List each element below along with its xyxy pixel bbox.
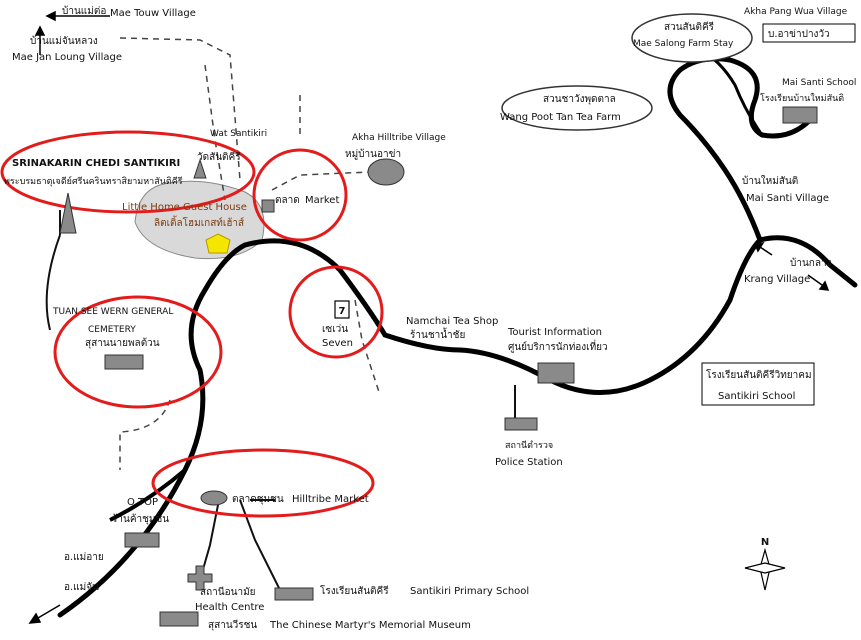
guesthouse-area: [134, 180, 265, 260]
seven-eleven-icon: 7: [339, 306, 346, 317]
highlight-circles: [0, 130, 384, 518]
mai-santi-school-building: [782, 106, 818, 124]
label-mai-santi-school-th: โรงเรียนบ้านใหม่สันติ: [760, 93, 844, 104]
highlight-chedi: [0, 130, 256, 214]
label-tuan-cemetery-th: สุสานนายพลต้วน: [85, 337, 160, 349]
akha-village-shape: [367, 158, 405, 186]
label-primary-en: Santikiri Primary School: [410, 586, 529, 597]
label-akha-hilltribe-th: หมู่บ้านอาข่า: [345, 148, 401, 160]
label-mae-touw-en: Mae Touw Village: [110, 8, 196, 19]
main-road: [57, 235, 858, 618]
label-krang-en: Krang Village: [744, 274, 810, 285]
label-akha-hilltribe-en: Akha Hilltribe Village: [352, 133, 446, 143]
label-mae-ai: อ.แม่อาย: [64, 552, 104, 563]
label-namchai-th: ร้านชาน้ำชัย: [410, 327, 465, 341]
label-mae-chan: อ.แม่จัน: [64, 582, 99, 593]
label-wang-poot-th: สวนชาวังพุดตาล: [543, 94, 616, 105]
otop-building: [124, 532, 160, 548]
label-chedi-en: SRINAKARIN CHEDI SANTIKIRI: [12, 158, 180, 169]
label-otop-en: O TOP: [127, 497, 158, 508]
label-hilltribe-market-th: ตลาดชุมชน: [232, 494, 284, 505]
label-tourist-en: Tourist Information: [507, 327, 602, 338]
label-chedi-th: พระบรมธาตุเจดีย์ศรีนครินทราสิยามหาสันติค…: [4, 175, 183, 187]
label-santi-farm-en: Mae Salong Farm Stay: [633, 39, 734, 49]
label-mae-jan-th: บ้านแม่จันหลวง: [30, 35, 98, 47]
label-health-th: สถานีอนามัย: [200, 586, 256, 598]
label-police-th: สถานีตำรวจ: [505, 440, 553, 451]
label-akha-pang-th: บ.อาข่าปางวัว: [768, 29, 830, 40]
wat-triangle: [193, 158, 207, 179]
label-otop-th: ร้านค้าชุมชน: [112, 513, 169, 525]
label-mae-jan-en: Mae Jan Loung Village: [12, 52, 122, 63]
label-museum-th: สุสานวีรชน: [208, 619, 257, 631]
label-market-en: Market: [305, 195, 339, 206]
label-tuan-cemetery-1: TUAN SEE WERN GENERAL: [52, 307, 173, 317]
chedi-triangle: [59, 192, 77, 234]
label-hilltribe-market-en: Hilltribe Market: [292, 494, 369, 505]
health-cross: [187, 565, 213, 591]
highlight-seven: [288, 265, 384, 359]
farm-oval-santi: [631, 13, 753, 63]
akha-pang-box: [762, 23, 856, 43]
buildings: [59, 106, 818, 627]
label-market-th: ตลาด: [275, 195, 300, 206]
farm-oval-wang-poot: [501, 85, 653, 131]
hilltribe-market-shape: [200, 490, 228, 506]
label-mai-santi-village-th: บ้านใหม่สันติ: [742, 175, 798, 187]
label-krang-th: บ้านกลาง: [790, 257, 832, 269]
north-compass: N: [744, 537, 786, 591]
highlight-hilltribe-market: [151, 448, 375, 518]
market-building: [261, 199, 275, 213]
label-namchai-en: Namchai Tea Shop: [406, 316, 498, 327]
label-police-en: Police Station: [495, 457, 563, 468]
north-label: N: [761, 537, 769, 548]
police-building: [504, 417, 538, 431]
highlight-market: [252, 148, 348, 242]
museum-building: [159, 611, 199, 627]
dashed-paths: [119, 37, 381, 470]
label-mai-santi-school-en: Mai Santi School: [782, 78, 856, 88]
highlight-cemetery: [53, 295, 223, 409]
label-wat-santikiri-th: วัดสันติคีรี: [197, 151, 241, 163]
road-to-mae-chan: [109, 468, 187, 522]
label-santi-farm-th: สวนสันติคีรี: [664, 21, 715, 33]
primary-school-building: [274, 587, 314, 601]
label-school-th: โรงเรียนสันติคีรีวิทยาคม: [706, 368, 812, 381]
label-seven-th: เซเว่น: [322, 324, 348, 335]
direction-arrows: [28, 10, 830, 624]
label-mae-touw-th: บ้านแม่ต่อ: [62, 5, 106, 17]
label-seven-en: Seven: [322, 338, 353, 349]
school-box: [701, 362, 815, 406]
tourist-info-building: [537, 362, 575, 384]
label-little-home-th: ลิตเติ้ลโฮมเกสท์เฮ้าส์: [154, 215, 244, 229]
label-wat-santikiri-en: Wat Santikiri: [210, 129, 267, 139]
guesthouse-star-icon: [205, 233, 231, 254]
label-tuan-cemetery-2: CEMETERY: [88, 325, 136, 335]
label-akha-pang-en: Akha Pang Wua Village: [744, 7, 848, 17]
label-wang-poot-en: Wang Poot Tan Tea Farm: [500, 112, 621, 123]
cemetery-building: [104, 354, 144, 370]
label-health-en: Health Centre: [195, 602, 264, 613]
label-tourist-th: ศูนย์บริการนักท่องเที่ยว: [508, 339, 608, 353]
seven-eleven-icon-box: [334, 300, 350, 319]
label-museum-en: The Chinese Martyr's Memorial Museum: [269, 620, 471, 631]
minor-roads: [45, 210, 516, 591]
label-school-en: Santikiri School: [718, 391, 795, 402]
label-mai-santi-village-en: Mai Santi Village: [746, 193, 829, 204]
label-little-home-en: Little Home Guest House: [122, 202, 247, 213]
label-primary-th: โรงเรียนสันติคีรี: [320, 584, 389, 597]
